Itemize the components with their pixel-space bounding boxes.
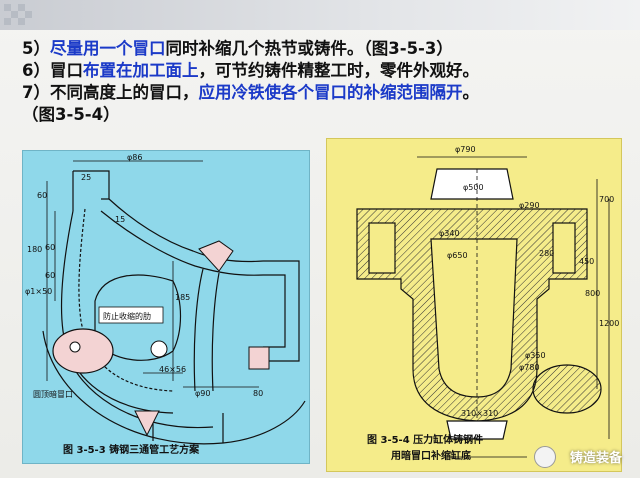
wechat-logo-icon [534,446,556,468]
dim-top: φ86 [127,153,143,162]
dim-185: 185 [175,293,191,302]
dim-25: 25 [81,173,92,182]
line5-part2: 尽量用一个冒口 [49,39,166,58]
d350: φ350 [525,351,546,360]
line7-part3: 。 [462,83,479,102]
d650: φ650 [447,251,468,260]
slide-text: 5）尽量用一个冒口同时补缩几个热节或铸件。（图3-5-3） 6）冒口布置在加工面… [22,38,634,126]
d780: φ780 [519,363,540,372]
dim-phi50: φ1×50 [25,287,53,296]
dim-180: 180 [27,245,43,254]
dim-phi90: φ90 [195,389,211,398]
figure-left-panel: φ86 25 60 15 180 60 60 φ1×50 185 46×56 φ… [22,150,310,464]
dim-46: 46×56 [159,365,187,374]
riser-label: 圆顶暗冒口 [33,390,73,399]
d1200: 1200 [599,319,620,328]
d310: 310×310 [461,409,499,418]
line-6: 6）冒口布置在加工面上，可节约铸件精整工时，零件外观好。 [22,60,634,82]
d500: φ500 [463,183,484,192]
line6-part2: 布置在加工面上 [82,61,199,80]
tee-pipe-drawing [42,160,306,445]
line5-part3: 同时补缩几个热节或铸件。（图3-5-3） [165,39,453,58]
d450: 450 [579,257,595,266]
figure-right-caption-2: 用暗冒口补缩缸底 [391,451,471,462]
line7-part1: 7）不同高度上的冒口， [22,83,199,102]
dim-80: 80 [253,389,264,398]
d790: φ790 [455,145,476,154]
figure-right-caption-1: 图 3-5-4 压力缸体铸钢件 [367,435,484,446]
dim-60: 60 [37,191,48,200]
d280: 280 [539,249,555,258]
line-8: （图3-5-4） [22,104,634,126]
checker-decoration [4,4,38,28]
figure-left-caption: 图 3-5-3 铸钢三通管工艺方案 [63,445,200,456]
figure-right-panel: φ790 φ500 700 φ290 φ340 φ650 280 450 φ35… [326,138,622,472]
d800: 800 [585,289,601,298]
line-5: 5）尽量用一个冒口同时补缩几个热节或铸件。（图3-5-3） [22,38,634,60]
dim-60c: 60 [45,271,56,280]
line5-part1: 5） [22,39,50,58]
cylinder-body-drawing [356,156,610,458]
rib-label: 防止收缩的肋 [103,312,151,321]
line-7: 7）不同高度上的冒口，应用冷铁使各个冒口的补缩范围隔开。 [22,82,634,104]
d290: φ290 [519,201,540,210]
dim-15: 15 [115,215,126,224]
watermark: 铸造装备 [569,451,622,466]
line7-part2: 应用冷铁使各个冒口的补缩范围隔开 [198,83,463,102]
dim-60b: 60 [45,243,56,252]
slide-header-bar [0,0,640,30]
d340: φ340 [439,229,460,238]
line8-part1: （图3-5-4） [22,105,120,124]
line6-part3: ，可节约铸件精整工时，零件外观好。 [198,61,479,80]
line6-part1: 6）冒口 [22,61,83,80]
d700: 700 [599,195,615,204]
